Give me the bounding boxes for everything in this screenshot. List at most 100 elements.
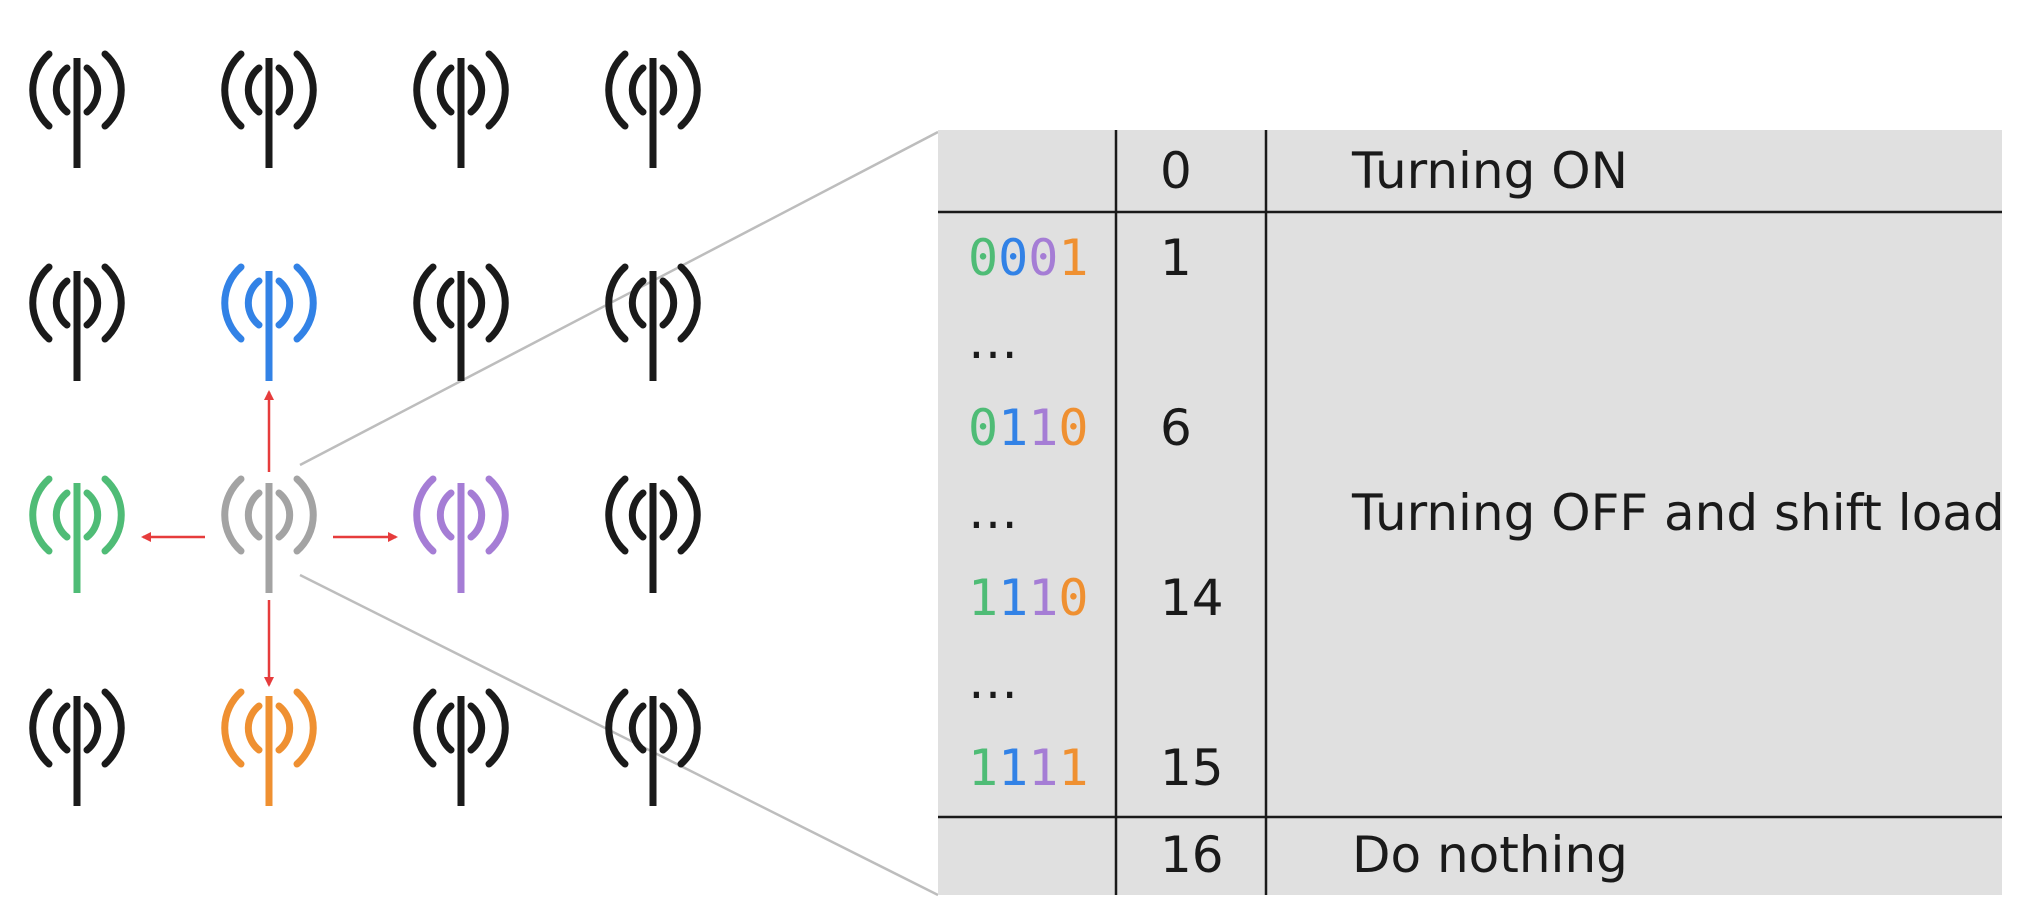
code-digit: 1: [998, 739, 1028, 797]
antenna-outer-left-wave: [221, 688, 245, 768]
row-code: 0110: [968, 399, 1088, 457]
code-digit: 0: [998, 229, 1028, 287]
antenna-inner-left-wave: [436, 702, 455, 754]
antenna-icon: [413, 688, 509, 806]
code-digit: 1: [1058, 739, 1088, 797]
row-ellipsis: …: [968, 312, 1018, 370]
table-row: 1110 14: [968, 569, 1224, 627]
row-number: 15: [1160, 739, 1224, 797]
row-code: 1110: [968, 569, 1088, 627]
code-digit: 0: [1058, 399, 1088, 457]
antenna-outer-left-wave: [413, 50, 437, 130]
neighbor-arrows: [141, 390, 398, 687]
row-number: 1: [1160, 229, 1192, 287]
antenna-outer-left-wave: [413, 688, 437, 768]
antenna-inner-left-wave: [436, 489, 455, 541]
table-row: …: [968, 652, 1018, 710]
antenna-inner-right-wave: [83, 702, 102, 754]
antenna-icon: [413, 475, 509, 593]
antenna-icon: [29, 50, 125, 168]
on-row-action: Turning ON: [1351, 142, 1628, 200]
code-digit: 0: [1058, 569, 1088, 627]
antenna-outer-left-wave: [29, 50, 53, 130]
antenna-inner-right-wave: [275, 489, 294, 541]
antenna-inner-right-wave: [659, 489, 678, 541]
antenna-inner-right-wave: [467, 489, 486, 541]
code-digit: 1: [1028, 569, 1058, 627]
antenna-inner-right-wave: [659, 702, 678, 754]
antenna-outer-left-wave: [413, 263, 437, 343]
antenna-inner-right-wave: [275, 277, 294, 329]
antenna-inner-right-wave: [83, 489, 102, 541]
code-digit: 1: [1028, 399, 1058, 457]
antenna-outer-left-wave: [605, 263, 629, 343]
antenna-icon: [413, 263, 509, 381]
antenna-inner-left-wave: [436, 277, 455, 329]
antenna-outer-right-wave: [293, 688, 317, 768]
antenna-icon: [29, 475, 125, 593]
on-row-number: 0: [1160, 142, 1192, 200]
row-number: 14: [1160, 569, 1224, 627]
antenna-inner-left-wave: [52, 277, 71, 329]
antenna-outer-right-wave: [101, 688, 125, 768]
antenna-outer-right-wave: [101, 475, 125, 555]
antenna-outer-right-wave: [101, 50, 125, 130]
row-number: 6: [1160, 399, 1192, 457]
code-digit: 1: [1028, 739, 1058, 797]
antenna-inner-right-wave: [275, 64, 294, 116]
antenna-outer-left-wave: [605, 50, 629, 130]
antenna-outer-right-wave: [293, 50, 317, 130]
antenna-inner-left-wave: [244, 702, 263, 754]
action-table: 0 Turning ON 0001 1 … 0110 6 … 1110 14: [938, 130, 2005, 895]
table-row: 0001 1: [968, 229, 1192, 287]
table-row: 1111 15: [968, 739, 1224, 797]
antenna-inner-left-wave: [628, 489, 647, 541]
antenna-outer-left-wave: [221, 50, 245, 130]
antenna-outer-right-wave: [485, 50, 509, 130]
table-row: …: [968, 312, 1018, 370]
antenna-inner-right-wave: [659, 64, 678, 116]
code-digit: 0: [968, 399, 998, 457]
antenna-grid: [29, 50, 701, 806]
antenna-icon: [29, 688, 125, 806]
antenna-inner-left-wave: [52, 489, 71, 541]
nothing-row-number: 16: [1160, 826, 1224, 884]
code-digit: 0: [1028, 229, 1058, 287]
code-digit: 1: [968, 569, 998, 627]
antenna-inner-right-wave: [659, 277, 678, 329]
antenna-icon: [605, 688, 701, 806]
row-code: 1111: [968, 739, 1088, 797]
code-digit: 1: [998, 569, 1028, 627]
code-digit: 1: [968, 739, 998, 797]
code-digit: 1: [998, 399, 1028, 457]
antenna-icon: [221, 263, 317, 381]
antenna-outer-right-wave: [101, 263, 125, 343]
antenna-inner-left-wave: [436, 64, 455, 116]
middle-action: Turning OFF and shift load: [1351, 484, 2005, 542]
antenna-inner-right-wave: [467, 64, 486, 116]
antenna-inner-left-wave: [628, 64, 647, 116]
antenna-icon: [605, 263, 701, 381]
antenna-inner-left-wave: [244, 489, 263, 541]
antenna-inner-left-wave: [244, 277, 263, 329]
antenna-outer-left-wave: [221, 475, 245, 555]
antenna-inner-left-wave: [52, 64, 71, 116]
antenna-outer-left-wave: [221, 263, 245, 343]
code-digit: 0: [968, 229, 998, 287]
antenna-inner-right-wave: [467, 702, 486, 754]
zoom-connector-lines: [299, 130, 939, 897]
antenna-outer-left-wave: [29, 263, 53, 343]
nothing-row-action: Do nothing: [1352, 826, 1628, 884]
table-row: 0110 6: [968, 399, 1192, 457]
antenna-inner-right-wave: [275, 702, 294, 754]
antenna-outer-right-wave: [293, 263, 317, 343]
antenna-outer-left-wave: [605, 688, 629, 768]
antenna-icon: [605, 50, 701, 168]
antenna-icon: [221, 688, 317, 806]
antenna-inner-right-wave: [467, 277, 486, 329]
code-digit: 1: [1058, 229, 1088, 287]
antenna-outer-right-wave: [485, 475, 509, 555]
row-code: 0001: [968, 229, 1088, 287]
antenna-outer-left-wave: [605, 475, 629, 555]
